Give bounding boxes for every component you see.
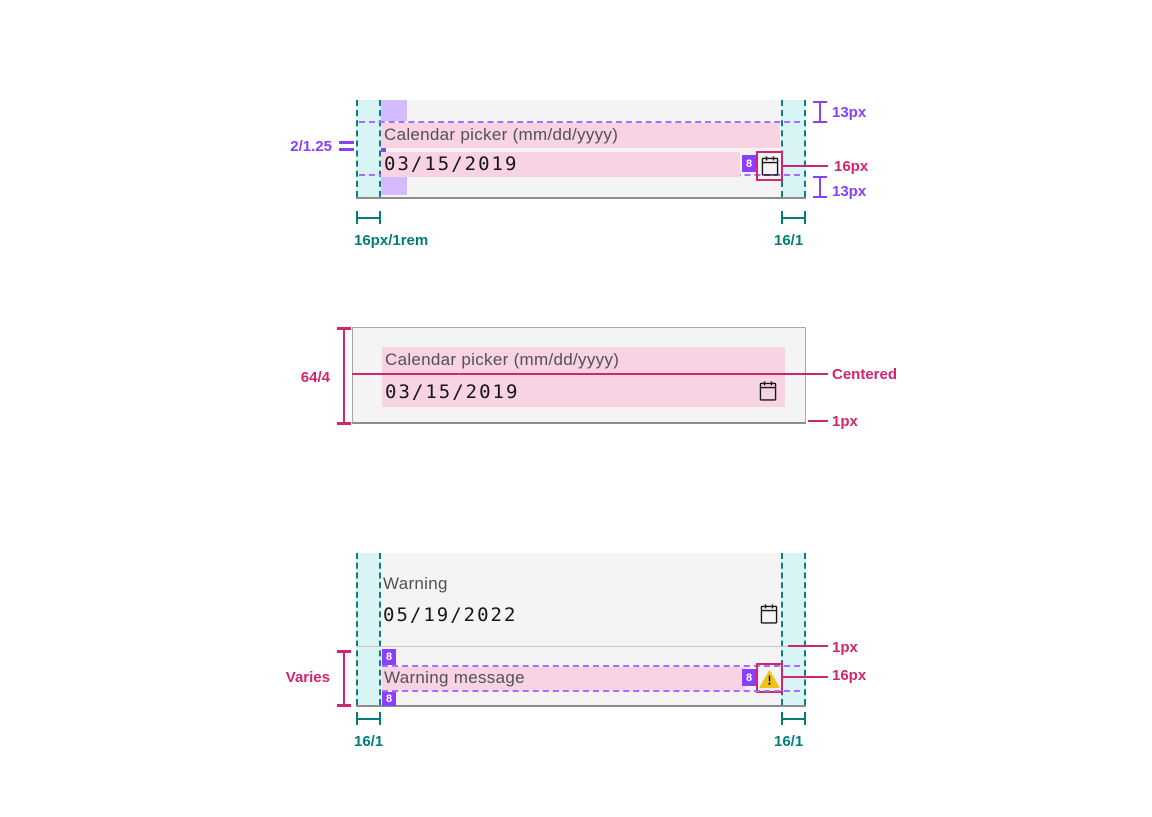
varies-annotation: Varies	[285, 669, 330, 686]
icon-size-connector	[783, 165, 828, 167]
left-padding-annotation: 16/1	[354, 733, 384, 750]
gap-badge-top: 8	[382, 649, 396, 665]
field-value: 03/15/2019	[384, 153, 519, 175]
warning-message: Warning message	[384, 668, 525, 687]
top-padding-bracket	[813, 101, 827, 123]
label-gap-marker	[381, 148, 386, 152]
border-annotation: 1px	[832, 413, 858, 430]
divider-annotation: 1px	[832, 639, 858, 656]
warning-icon-callout-box	[756, 663, 783, 693]
right-padding-highlight	[781, 553, 806, 705]
centered-guide-line	[352, 373, 828, 375]
top-padding-annotation: 13px	[832, 104, 867, 121]
height-bracket	[337, 327, 351, 425]
field-value: 05/19/2022	[383, 604, 518, 626]
warning-icon-size-annotation: 16px	[832, 667, 867, 684]
varies-bracket	[337, 650, 351, 707]
gap-bracket	[339, 141, 354, 151]
icon-size-annotation: 16px	[834, 158, 869, 175]
label-highlight: Calendar picker (mm/dd/yyyy)	[381, 123, 780, 148]
gap-badge-bottom: 8	[382, 692, 396, 706]
bottom-padding-bracket	[813, 176, 827, 198]
right-padding-bracket	[781, 712, 806, 725]
left-padding-highlight	[356, 553, 381, 705]
bottom-padding-annotation: 13px	[832, 183, 867, 200]
field-label: Warning	[383, 574, 448, 593]
top-dashed-guide	[359, 121, 800, 123]
right-padding-annotation: 16/1	[774, 232, 804, 249]
date-picker-warning-spec[interactable]: Warning 05/19/2022 8 Warning message 8 8	[356, 553, 806, 707]
warning-icon-size-connector	[783, 676, 828, 678]
calendar-icon[interactable]	[757, 380, 779, 402]
date-picker-field-spec[interactable]: Calendar picker (mm/dd/yyyy) 03/15/2019 …	[356, 100, 806, 199]
divider-line	[356, 646, 806, 647]
message-top-dashed-guide	[382, 665, 800, 667]
calendar-icon[interactable]	[759, 155, 781, 177]
icon-gap-badge: 8	[742, 155, 756, 172]
gap-badge-icon: 8	[742, 669, 756, 686]
field-label: Calendar picker (mm/dd/yyyy)	[385, 350, 620, 369]
field-value: 03/15/2019	[385, 381, 520, 403]
left-padding-annotation: 16px/1rem	[354, 232, 429, 249]
date-picker-field-height-spec[interactable]: Calendar picker (mm/dd/yyyy) 03/15/2019	[352, 327, 806, 424]
centered-annotation: Centered	[832, 366, 898, 383]
field-label: Calendar picker (mm/dd/yyyy)	[384, 125, 619, 144]
warning-filled-icon	[759, 668, 780, 689]
left-padding-highlight	[356, 100, 381, 197]
message-highlight: Warning message	[382, 667, 745, 691]
right-padding-highlight	[781, 100, 806, 197]
gap-annotation: 2/1.25	[290, 138, 332, 155]
calendar-icon-callout-box	[756, 151, 783, 181]
bottom-padding-highlight	[381, 174, 407, 195]
content-highlight	[382, 347, 785, 407]
divider-connector	[788, 645, 828, 647]
right-padding-annotation: 16/1	[774, 733, 804, 750]
left-padding-bracket	[356, 712, 381, 725]
right-padding-bracket	[781, 211, 806, 224]
calendar-icon[interactable]	[758, 603, 780, 625]
height-annotation: 64/4	[300, 369, 330, 386]
border-connector	[808, 420, 828, 422]
value-highlight: 03/15/2019	[381, 152, 740, 177]
message-bottom-dashed-guide	[382, 690, 800, 692]
left-padding-bracket	[356, 211, 381, 224]
top-padding-highlight	[381, 100, 407, 121]
